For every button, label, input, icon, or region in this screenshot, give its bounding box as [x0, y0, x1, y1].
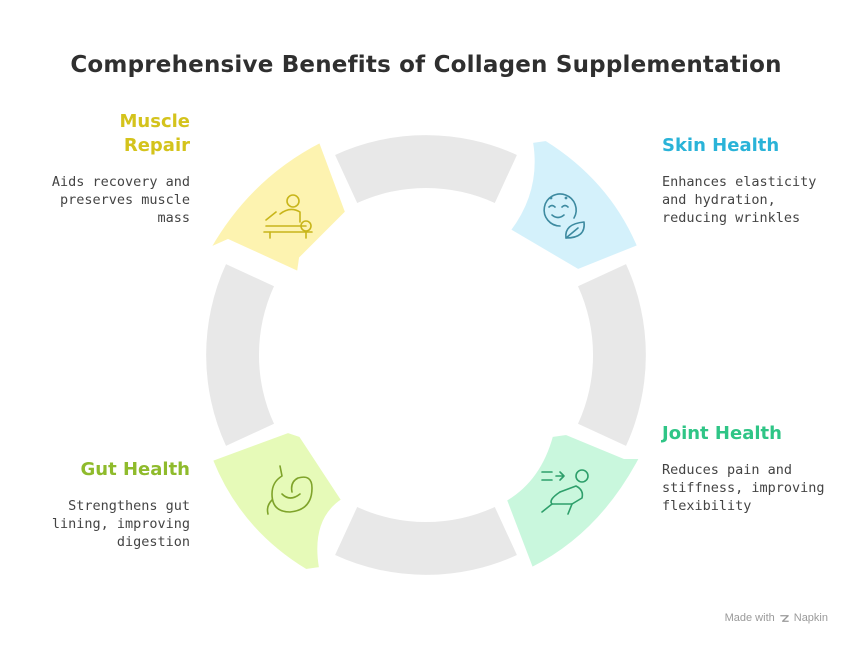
- joint-health-description: Reduces pain and stiffness, improving fl…: [662, 462, 825, 514]
- gut-connector: [211, 431, 343, 571]
- joint-connector: [505, 433, 641, 569]
- massage-icon: [263, 194, 313, 239]
- made-with-label: Made with: [724, 612, 775, 624]
- gut-health-description: Strengthens gut lining, improving digest…: [51, 498, 190, 550]
- stomach-icon: [266, 465, 313, 515]
- gut-health-heading: Gut Health: [80, 459, 190, 480]
- footer-attribution: Made with Napkin: [725, 612, 828, 624]
- ring-segment-bottom: [335, 507, 517, 575]
- skin-health-heading: Skin Health: [662, 135, 780, 156]
- page-title: Comprehensive Benefits of Collagen Suppl…: [70, 52, 782, 78]
- joint-health-heading: Joint Health: [662, 423, 782, 444]
- muscle-repair-heading: Muscle Repair: [119, 111, 191, 156]
- stretching-person-icon: [541, 469, 589, 515]
- napkin-logo-icon: [779, 614, 789, 622]
- ring-segment-right: [578, 264, 646, 446]
- muscle-connector: [209, 141, 347, 273]
- muscle-repair-description: Aids recovery and preserves muscle mass: [51, 174, 190, 226]
- face-leaf-icon: [543, 193, 585, 239]
- skin-health-description: Enhances elasticity and hydration, reduc…: [662, 174, 817, 226]
- ring-segments: [206, 135, 646, 575]
- napkin-brand: Napkin: [793, 612, 828, 624]
- ring-segment-left: [206, 264, 274, 446]
- skin-connector: [509, 139, 639, 271]
- ring-segment-top: [335, 135, 517, 203]
